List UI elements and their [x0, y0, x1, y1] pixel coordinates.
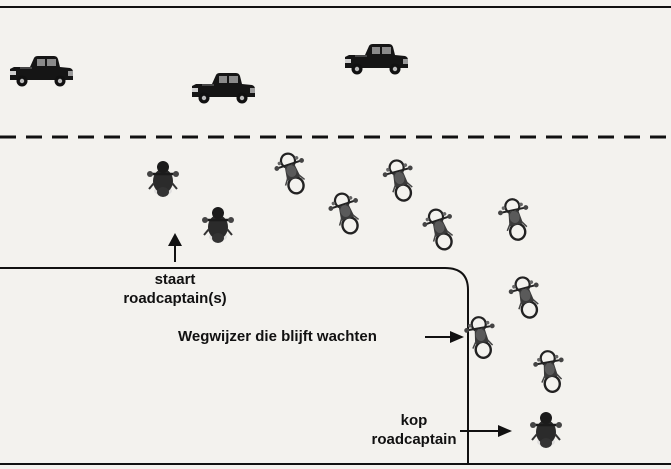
- arrow-right-icon: [460, 425, 512, 437]
- dark-motorcycle-icon: [528, 410, 564, 450]
- motorcycle-icon: [504, 272, 548, 323]
- motorcycle-icon: [323, 188, 369, 239]
- motorcycle-icon: [417, 204, 463, 255]
- tail-label-line2: roadcaptain(s): [123, 290, 227, 307]
- motorcycle-icon: [530, 347, 571, 396]
- dark-motorcycle-icon: [145, 159, 181, 199]
- head-label-line1: kop: [400, 412, 428, 429]
- arrow-right-icon: [425, 331, 464, 343]
- motorcycle-icon: [378, 155, 422, 206]
- head-roadcaptain-label: kop roadcaptain: [368, 411, 460, 449]
- head-label-line2: roadcaptain: [371, 431, 457, 448]
- pickup-truck-icon: [344, 43, 409, 75]
- dark-motorcycle-icon: [200, 205, 236, 245]
- motorcycle-icon: [269, 148, 315, 199]
- pickup-truck-icon: [191, 72, 256, 104]
- waiting-marker-label: Wegwijzer die blijft wachten: [178, 328, 377, 345]
- pickup-truck-icon: [9, 55, 74, 87]
- arrow-up-icon: [168, 233, 182, 262]
- side-road-edge: [0, 267, 469, 464]
- tail-roadcaptain-label: staart roadcaptain(s): [112, 270, 238, 308]
- tail-label-line1: staart: [154, 271, 196, 288]
- motorcycle-icon: [494, 195, 536, 244]
